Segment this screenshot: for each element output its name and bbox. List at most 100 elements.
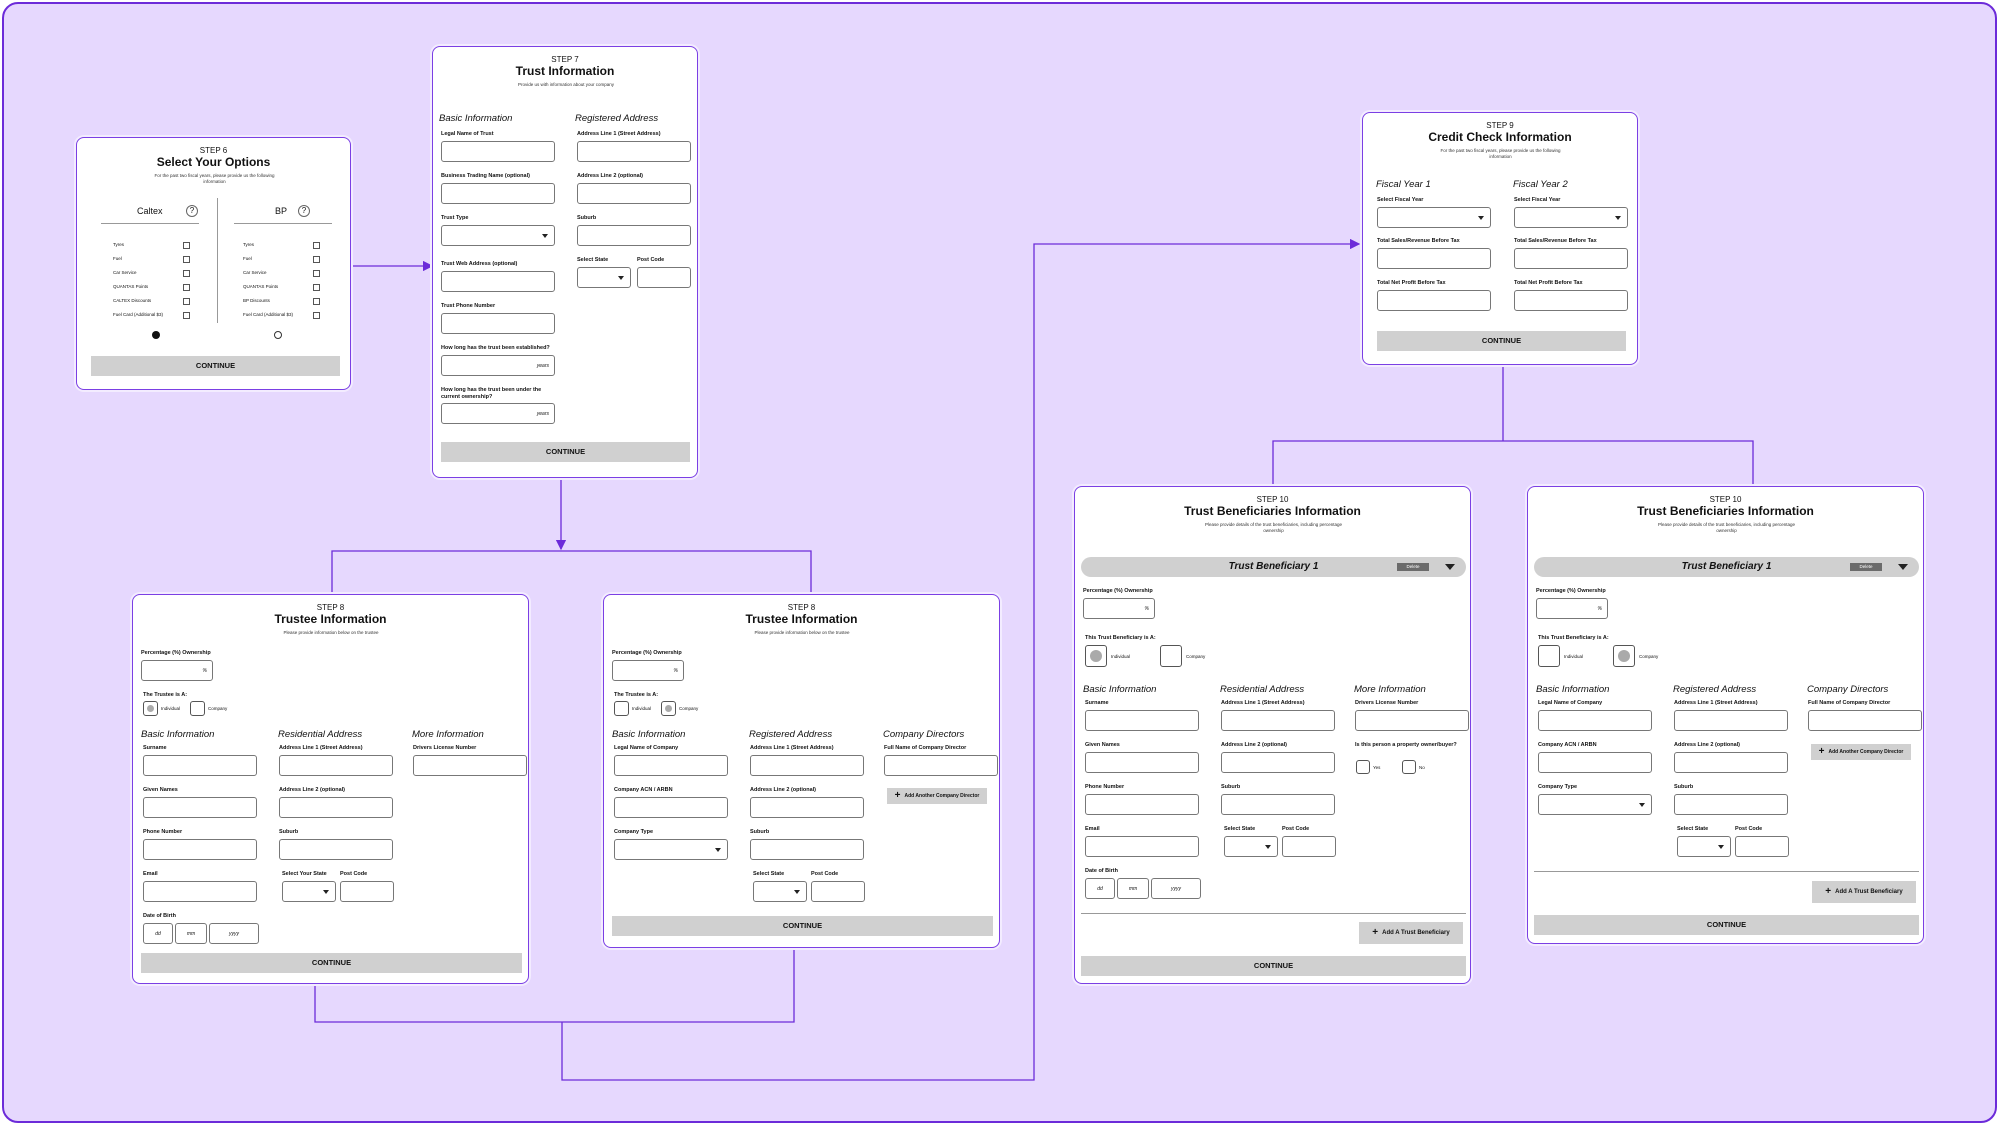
address-line1-input[interactable] — [1221, 710, 1335, 731]
bp-checkbox[interactable] — [313, 270, 320, 277]
legal-company-input[interactable] — [614, 755, 728, 776]
established-input[interactable]: years — [441, 355, 555, 376]
postcode-input[interactable] — [1735, 836, 1789, 857]
individual-radio[interactable] — [614, 701, 629, 716]
ownership-percent-input[interactable]: % — [1083, 598, 1155, 619]
acn-input[interactable] — [1538, 752, 1652, 773]
state-select[interactable] — [282, 881, 336, 902]
surname-input[interactable] — [143, 755, 257, 776]
state-select[interactable] — [753, 881, 807, 902]
add-director-button[interactable]: +Add Another Company Director — [1811, 744, 1911, 760]
address-line2-input[interactable] — [1221, 752, 1335, 773]
address-line1-input[interactable] — [577, 141, 691, 162]
dob-year-input[interactable]: yyyy — [209, 923, 259, 944]
bp-checkbox[interactable] — [313, 242, 320, 249]
address-line2-input[interactable] — [279, 797, 393, 818]
given-names-input[interactable] — [1085, 752, 1199, 773]
suburb-input[interactable] — [1221, 794, 1335, 815]
continue-button[interactable]: CONTINUE — [1081, 956, 1466, 976]
dob-month-input[interactable]: mm — [1117, 878, 1149, 899]
state-select[interactable] — [1224, 836, 1278, 857]
chevron-down-icon[interactable] — [1445, 564, 1455, 570]
postcode-input[interactable] — [811, 881, 865, 902]
owner-yes-radio[interactable] — [1356, 760, 1370, 774]
bp-checkbox[interactable] — [313, 284, 320, 291]
delete-button[interactable]: Delete — [1850, 563, 1882, 571]
bp-checkbox[interactable] — [313, 298, 320, 305]
chevron-down-icon[interactable] — [1898, 564, 1908, 570]
legal-name-input[interactable] — [441, 141, 555, 162]
postcode-input[interactable] — [340, 881, 394, 902]
dob-month-input[interactable]: mm — [175, 923, 207, 944]
continue-button[interactable]: CONTINUE — [141, 953, 522, 973]
ownership-percent-input[interactable]: % — [141, 660, 213, 681]
continue-button[interactable]: CONTINUE — [441, 442, 690, 462]
individual-radio-selected[interactable] — [143, 701, 158, 716]
individual-radio[interactable] — [1538, 645, 1560, 667]
dob-day-input[interactable]: dd — [143, 923, 173, 944]
continue-button[interactable]: CONTINUE — [1534, 915, 1919, 935]
add-director-button[interactable]: +Add Another Company Director — [887, 788, 987, 804]
bp-info-icon[interactable]: ? — [298, 205, 310, 217]
web-address-input[interactable] — [441, 271, 555, 292]
bp-checkbox[interactable] — [313, 256, 320, 263]
caltex-checkbox[interactable] — [183, 312, 190, 319]
individual-radio-selected[interactable] — [1085, 645, 1107, 667]
email-input[interactable] — [143, 881, 257, 902]
caltex-info-icon[interactable]: ? — [186, 205, 198, 217]
company-radio[interactable] — [1160, 645, 1182, 667]
profit-fy1-input[interactable] — [1377, 290, 1491, 311]
state-select[interactable] — [577, 267, 631, 288]
continue-button[interactable]: CONTINUE — [612, 916, 993, 936]
caltex-radio-selected[interactable] — [152, 331, 160, 339]
license-input[interactable] — [413, 755, 527, 776]
postcode-input[interactable] — [1282, 836, 1336, 857]
add-beneficiary-button[interactable]: +Add A Trust Beneficiary — [1812, 881, 1916, 903]
address-line1-input[interactable] — [279, 755, 393, 776]
address-line1-input[interactable] — [1674, 710, 1788, 731]
beneficiary-accordion[interactable]: Trust Beneficiary 1 Delete — [1534, 557, 1919, 577]
caltex-checkbox[interactable] — [183, 242, 190, 249]
email-input[interactable] — [1085, 836, 1199, 857]
state-select[interactable] — [1677, 836, 1731, 857]
dob-year-input[interactable]: yyyy — [1151, 878, 1201, 899]
address-line2-input[interactable] — [1674, 752, 1788, 773]
company-type-select[interactable] — [614, 839, 728, 860]
director-name-input[interactable] — [884, 755, 998, 776]
company-radio[interactable] — [190, 701, 205, 716]
suburb-input[interactable] — [279, 839, 393, 860]
fiscal-year2-select[interactable] — [1514, 207, 1628, 228]
surname-input[interactable] — [1085, 710, 1199, 731]
caltex-checkbox[interactable] — [183, 298, 190, 305]
company-radio-selected[interactable] — [1613, 645, 1635, 667]
given-names-input[interactable] — [143, 797, 257, 818]
caltex-checkbox[interactable] — [183, 256, 190, 263]
license-input[interactable] — [1355, 710, 1469, 731]
suburb-input[interactable] — [577, 225, 691, 246]
bp-radio[interactable] — [274, 331, 282, 339]
ownership-input[interactable]: years — [441, 403, 555, 424]
profit-fy2-input[interactable] — [1514, 290, 1628, 311]
caltex-checkbox[interactable] — [183, 270, 190, 277]
delete-button[interactable]: Delete — [1397, 563, 1429, 571]
add-beneficiary-button[interactable]: +Add A Trust Beneficiary — [1359, 922, 1463, 944]
address-line2-input[interactable] — [577, 183, 691, 204]
acn-input[interactable] — [614, 797, 728, 818]
continue-button[interactable]: CONTINUE — [91, 356, 340, 376]
phone-input[interactable] — [143, 839, 257, 860]
continue-button[interactable]: CONTINUE — [1377, 331, 1626, 351]
caltex-checkbox[interactable] — [183, 284, 190, 291]
postcode-input[interactable] — [637, 267, 691, 288]
phone-input[interactable] — [1085, 794, 1199, 815]
company-type-select[interactable] — [1538, 794, 1652, 815]
ownership-percent-input[interactable]: % — [612, 660, 684, 681]
suburb-input[interactable] — [1674, 794, 1788, 815]
company-radio-selected[interactable] — [661, 701, 676, 716]
legal-company-input[interactable] — [1538, 710, 1652, 731]
phone-input[interactable] — [441, 313, 555, 334]
fiscal-year1-select[interactable] — [1377, 207, 1491, 228]
suburb-input[interactable] — [750, 839, 864, 860]
trust-type-select[interactable] — [441, 225, 555, 246]
sales-fy1-input[interactable] — [1377, 248, 1491, 269]
dob-day-input[interactable]: dd — [1085, 878, 1115, 899]
